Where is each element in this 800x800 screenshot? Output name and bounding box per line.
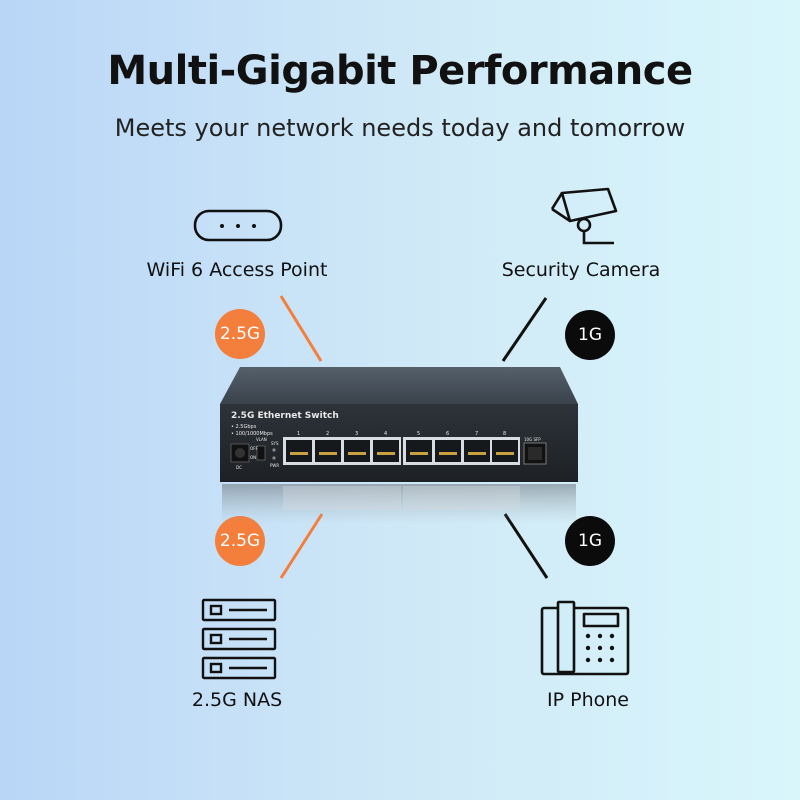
switch-spec-1g: • 100/1000Mbps — [231, 431, 273, 437]
speed-badge-nas: 2.5G — [215, 516, 265, 566]
speed-badge-phone: 1G — [565, 516, 615, 566]
sfp-label: 10G SFP — [524, 437, 541, 442]
pwr-label: PWR — [270, 463, 280, 468]
sys-label: SYS — [271, 441, 279, 446]
nas-label: 2.5G NAS — [191, 689, 283, 711]
line-phone — [503, 513, 549, 579]
line-access-point — [279, 295, 323, 362]
port-number: 4 — [384, 431, 388, 437]
dc-label: DC — [236, 465, 242, 470]
off-label: OFF — [250, 446, 258, 451]
ip-phone-icon — [540, 600, 630, 676]
page-subtitle: Meets your network needs today and tomor… — [114, 114, 686, 142]
phone-label: IP Phone — [547, 689, 629, 711]
page-title: Multi-Gigabit Performance — [107, 48, 693, 94]
port-number: 5 — [417, 431, 421, 437]
line-camera — [501, 297, 548, 362]
port-number: 3 — [355, 431, 359, 437]
switch-spec-2-5g: • 2.5Gbps — [231, 424, 257, 430]
security-camera-icon — [550, 187, 618, 245]
speed-badge-access-point: 2.5G — [215, 309, 265, 359]
access-point-icon — [193, 209, 283, 242]
nas-icon — [201, 598, 277, 680]
port-number: 6 — [446, 431, 450, 437]
speed-badge-camera: 1G — [565, 310, 615, 360]
on-label: ON — [250, 455, 257, 460]
switch-name: 2.5G Ethernet Switch — [231, 411, 339, 421]
line-nas — [279, 513, 324, 579]
port-number: 1 — [297, 431, 301, 437]
port-number: 7 — [475, 431, 479, 437]
vlan-label: VLAN — [256, 437, 267, 442]
access-point-label: WiFi 6 Access Point — [146, 259, 328, 281]
port-number: 2 — [326, 431, 330, 437]
port-number: 8 — [503, 431, 507, 437]
camera-label: Security Camera — [501, 259, 661, 281]
